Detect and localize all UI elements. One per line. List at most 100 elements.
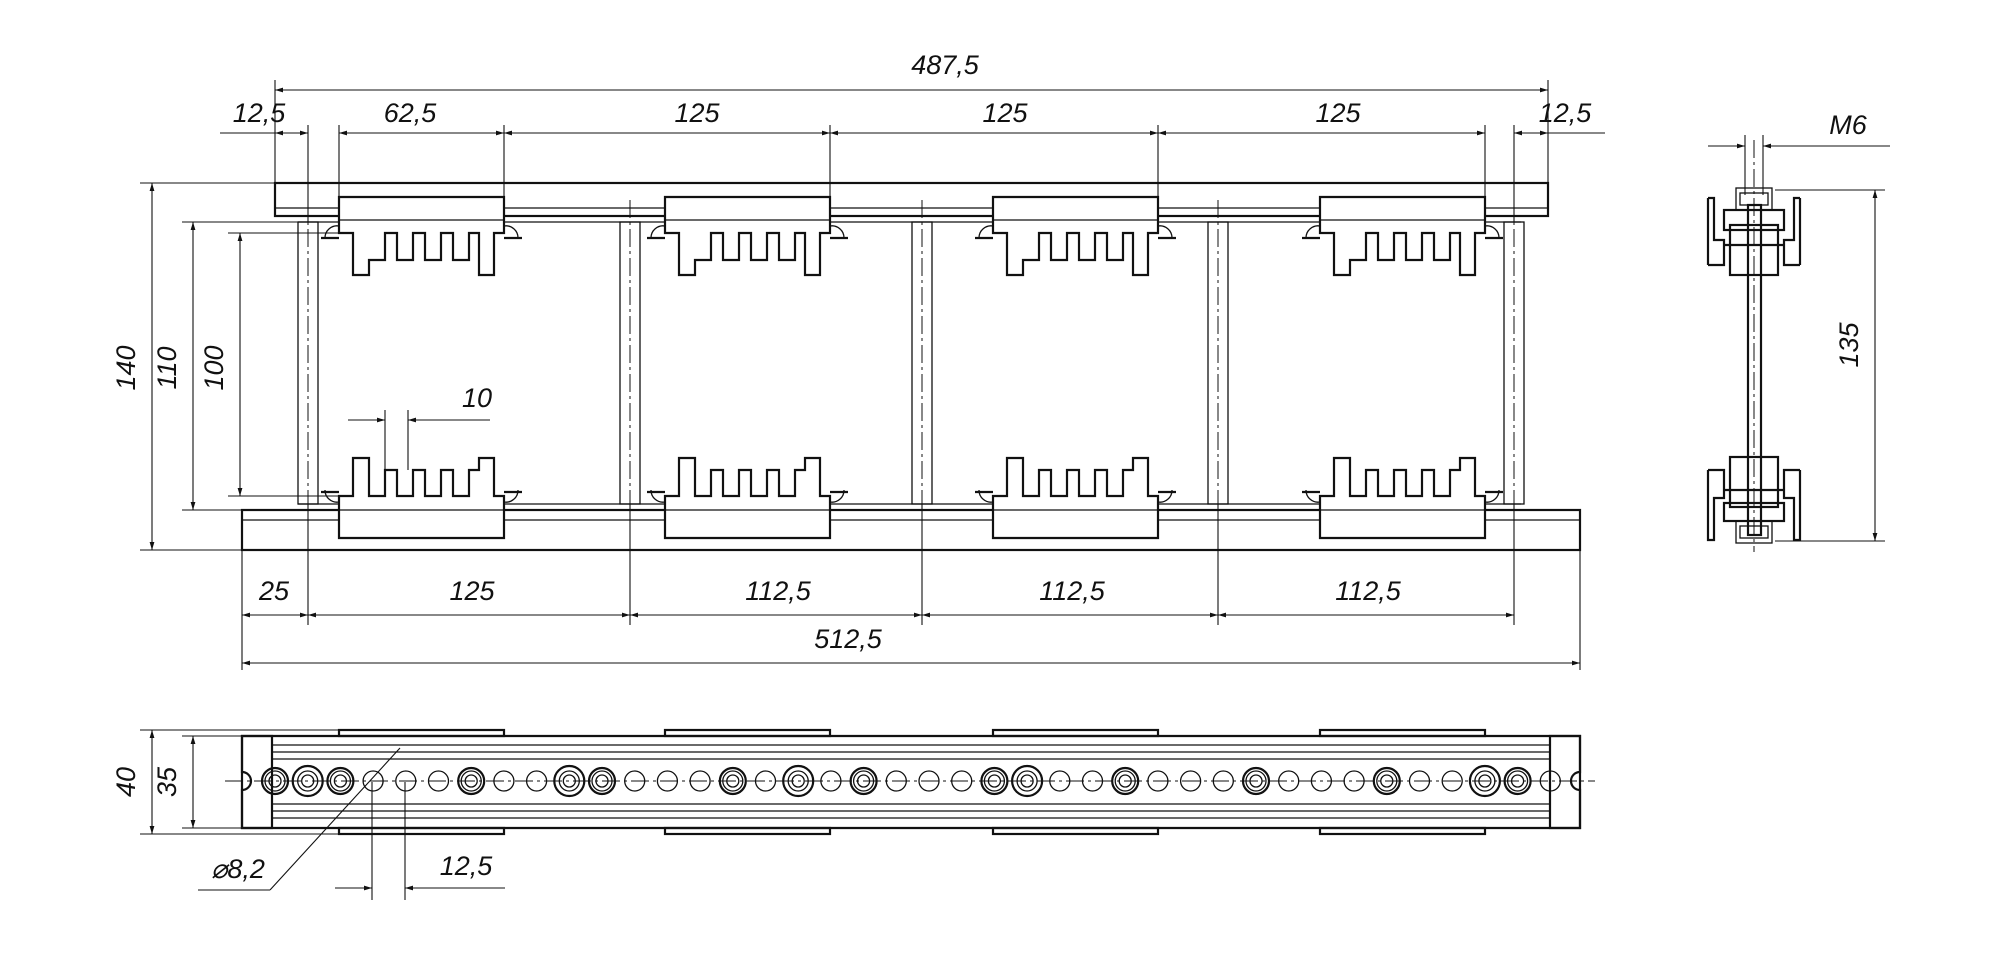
bolt-head [1478, 774, 1492, 788]
plan-hole [1016, 770, 1038, 792]
front-view [240, 181, 1582, 552]
plan-hole [264, 770, 286, 792]
bolt-head [1510, 774, 1525, 788]
plan-hole [1506, 770, 1529, 792]
plan-hole [460, 770, 482, 792]
plan-hole [1245, 770, 1267, 792]
plan-hole [297, 770, 319, 792]
plan-hole [1278, 770, 1300, 792]
bolt-washer [1010, 764, 1044, 798]
dim-span-4: 112,5 [1335, 576, 1402, 606]
plan-hole [1343, 770, 1365, 792]
dim-overall-top: 487,5 [911, 50, 980, 80]
bolt-washer [553, 764, 586, 798]
bolt-head [1249, 774, 1263, 788]
plan-hole [983, 770, 1006, 792]
dim-plan-height-inner: 35 [152, 766, 182, 797]
plan-hole [1049, 770, 1071, 792]
plan-hole [1539, 770, 1561, 792]
plan-hole [1081, 770, 1104, 792]
plan-hole [1147, 770, 1169, 792]
plan-hole [656, 770, 679, 792]
bolt-head [562, 774, 576, 788]
bolt-washer [1372, 766, 1401, 796]
bolt-washer [260, 766, 290, 796]
bolt-head [1118, 774, 1132, 788]
dim-tooth-width: 10 [462, 383, 492, 413]
plan-dimensions: 40 35 ⌀8,2 12,5 [111, 729, 505, 900]
plan-hole [1310, 770, 1333, 792]
plan-hole [1179, 770, 1202, 792]
dim-side-height: 135 [1834, 321, 1864, 367]
plan-hole [558, 770, 580, 792]
bolt-head [333, 774, 348, 788]
dim-edge-left: 12,5 [233, 98, 287, 128]
dim-overall-bottom: 512,5 [814, 624, 883, 654]
bolt-washer [587, 766, 617, 796]
plan-hole [1212, 770, 1234, 792]
side-view [1706, 140, 1802, 552]
plan-hole [493, 770, 515, 792]
plan-hole [1441, 770, 1463, 792]
plan-hole [1114, 770, 1136, 792]
bolt-washer [326, 766, 355, 796]
dim-span-2: 112,5 [745, 576, 812, 606]
plan-hole [885, 770, 907, 792]
plan-hole [329, 770, 352, 792]
dim-span-3: 112,5 [1039, 576, 1106, 606]
bolt-washer [291, 764, 324, 798]
dim-height-total: 140 [111, 345, 141, 390]
dim-hole-diameter: ⌀8,2 [211, 854, 265, 884]
dim-bottom-edge: 25 [258, 576, 290, 606]
bolt-head [301, 774, 315, 788]
dim-plan-height-total: 40 [111, 767, 141, 797]
bolt-washer [980, 766, 1009, 796]
bolt-head [791, 774, 805, 788]
plan-view [225, 728, 1595, 836]
plan-hole [1376, 770, 1398, 792]
bolt-head [268, 774, 282, 788]
bolt-washer [1111, 766, 1140, 796]
dim-height-inner: 100 [199, 345, 229, 390]
bolt-head [987, 774, 1002, 788]
bolt-head [726, 774, 740, 788]
dim-edge-right: 12,5 [1539, 98, 1593, 128]
bolt-washer [782, 764, 815, 798]
plan-hole [395, 770, 417, 792]
plan-hole [427, 770, 450, 792]
plan-hole [852, 770, 875, 792]
plan-hole [362, 770, 384, 792]
plan-hole [1408, 770, 1431, 792]
bolt-washer [1503, 766, 1532, 796]
dim-height-mid: 110 [152, 346, 182, 389]
plan-hole [820, 770, 842, 792]
plan-hole [591, 770, 613, 792]
bolt-head [464, 774, 478, 788]
bolt-washer [718, 766, 747, 796]
bolt-head [1380, 774, 1394, 788]
bolt-washer [849, 766, 878, 796]
dim-pitch-2: 125 [982, 98, 1028, 128]
front-dimensions: 487,5 12,5 62,5 125 125 125 12,5 140 110… [111, 50, 1605, 670]
bolt-head [595, 774, 609, 788]
plan-hole [525, 770, 548, 792]
bolt-washer [1241, 766, 1271, 796]
plan-hole [689, 770, 711, 792]
plan-hole [951, 770, 973, 792]
plan-hole [918, 770, 940, 792]
dim-pitch-1: 125 [674, 98, 720, 128]
bolt-head [1020, 774, 1034, 788]
bolt-washer [1468, 764, 1502, 798]
dim-hole-pitch: 12,5 [440, 851, 494, 881]
plan-hole [1474, 770, 1496, 792]
plan-hole [787, 770, 809, 792]
plan-hole [624, 770, 646, 792]
plan-hole [754, 770, 777, 792]
side-dimensions: M6 135 [1708, 110, 1890, 542]
bolt-head [856, 774, 871, 788]
dim-pitch-3: 125 [1315, 98, 1361, 128]
dim-thread: M6 [1829, 110, 1867, 140]
dim-span-1: 125 [449, 576, 495, 606]
dim-first-pitch: 62,5 [384, 98, 438, 128]
plan-hole [722, 770, 744, 792]
